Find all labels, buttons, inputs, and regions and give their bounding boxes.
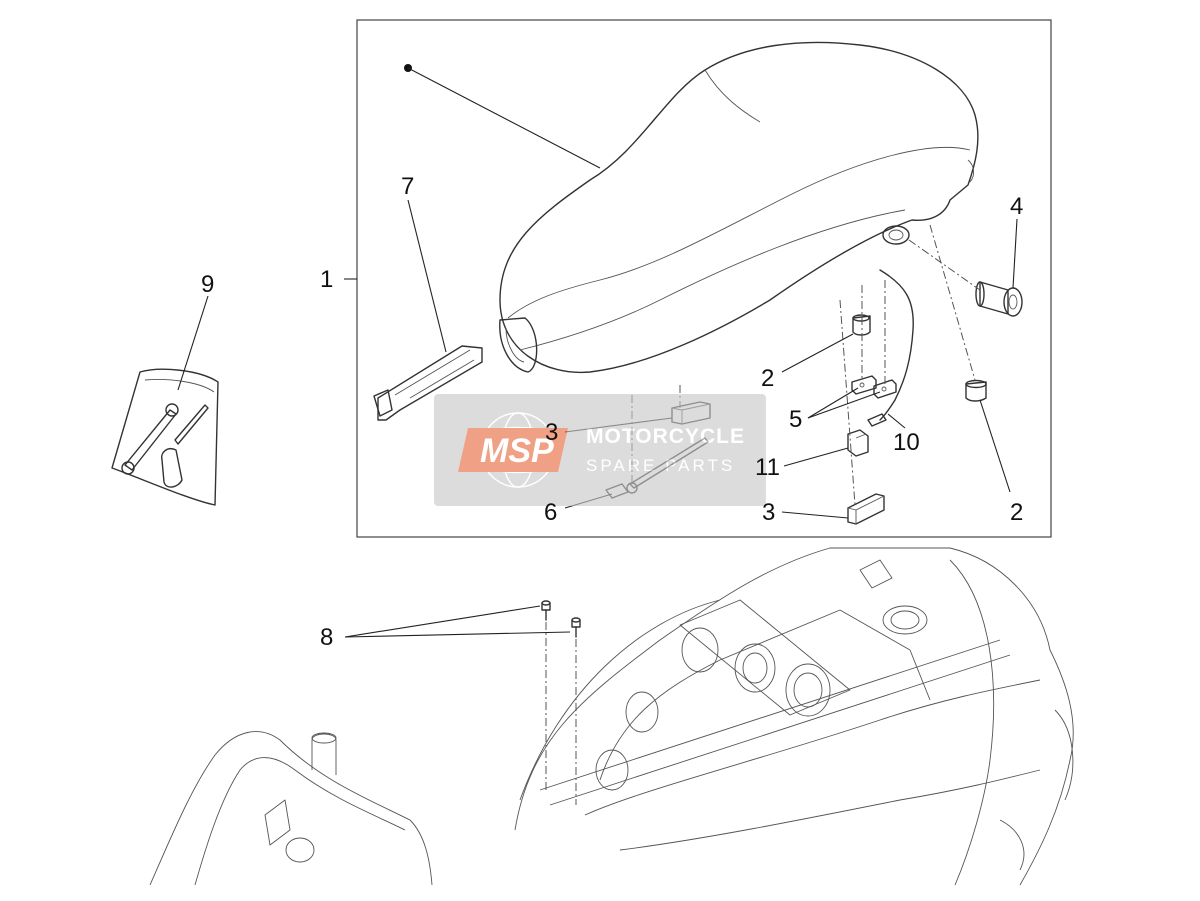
callout-3-lower: 3 xyxy=(762,499,775,526)
callout-8: 8 xyxy=(320,624,333,651)
bumper-part-lower[interactable] xyxy=(965,379,987,402)
screw-part-a[interactable] xyxy=(541,600,551,621)
callout-11: 11 xyxy=(755,454,780,481)
watermark-panel xyxy=(434,394,766,506)
callouts: 1 7 9 4 2 5 10 3 11 6 3 2 8 xyxy=(201,173,1023,651)
callout-6: 6 xyxy=(544,499,557,526)
callout-10: 10 xyxy=(893,429,920,456)
callout-2-upper: 2 xyxy=(761,365,774,392)
watermark-title: MOTORCYCLE xyxy=(586,425,745,448)
latch-part[interactable] xyxy=(373,345,483,421)
clip-part-a[interactable] xyxy=(851,375,877,395)
pad-part-lower[interactable] xyxy=(847,493,885,525)
lock-part[interactable] xyxy=(975,281,1023,317)
callout-3-upper: 3 xyxy=(545,419,558,446)
watermark-logo: MSP xyxy=(480,432,554,470)
callout-1: 1 xyxy=(320,266,333,293)
watermark: MSP MOTORCYCLE SPARE PARTS xyxy=(434,394,766,506)
callout-7: 7 xyxy=(401,173,414,200)
screw-part-b[interactable] xyxy=(571,617,581,638)
connector-part[interactable] xyxy=(847,429,869,457)
watermark-logo-badge xyxy=(458,428,568,472)
callout-4: 4 xyxy=(1010,193,1023,220)
watermark-subtitle: SPARE PARTS xyxy=(586,456,735,475)
cable-part[interactable] xyxy=(867,269,914,427)
frame-body xyxy=(514,547,1074,886)
leader-lines xyxy=(177,67,1018,638)
callout-2-lower: 2 xyxy=(1010,499,1023,526)
toolkit-part[interactable] xyxy=(111,368,219,506)
callout-5: 5 xyxy=(789,406,802,433)
callout-9: 9 xyxy=(201,271,214,298)
frame-floor-panel xyxy=(149,731,433,886)
seat-part[interactable] xyxy=(404,41,979,374)
